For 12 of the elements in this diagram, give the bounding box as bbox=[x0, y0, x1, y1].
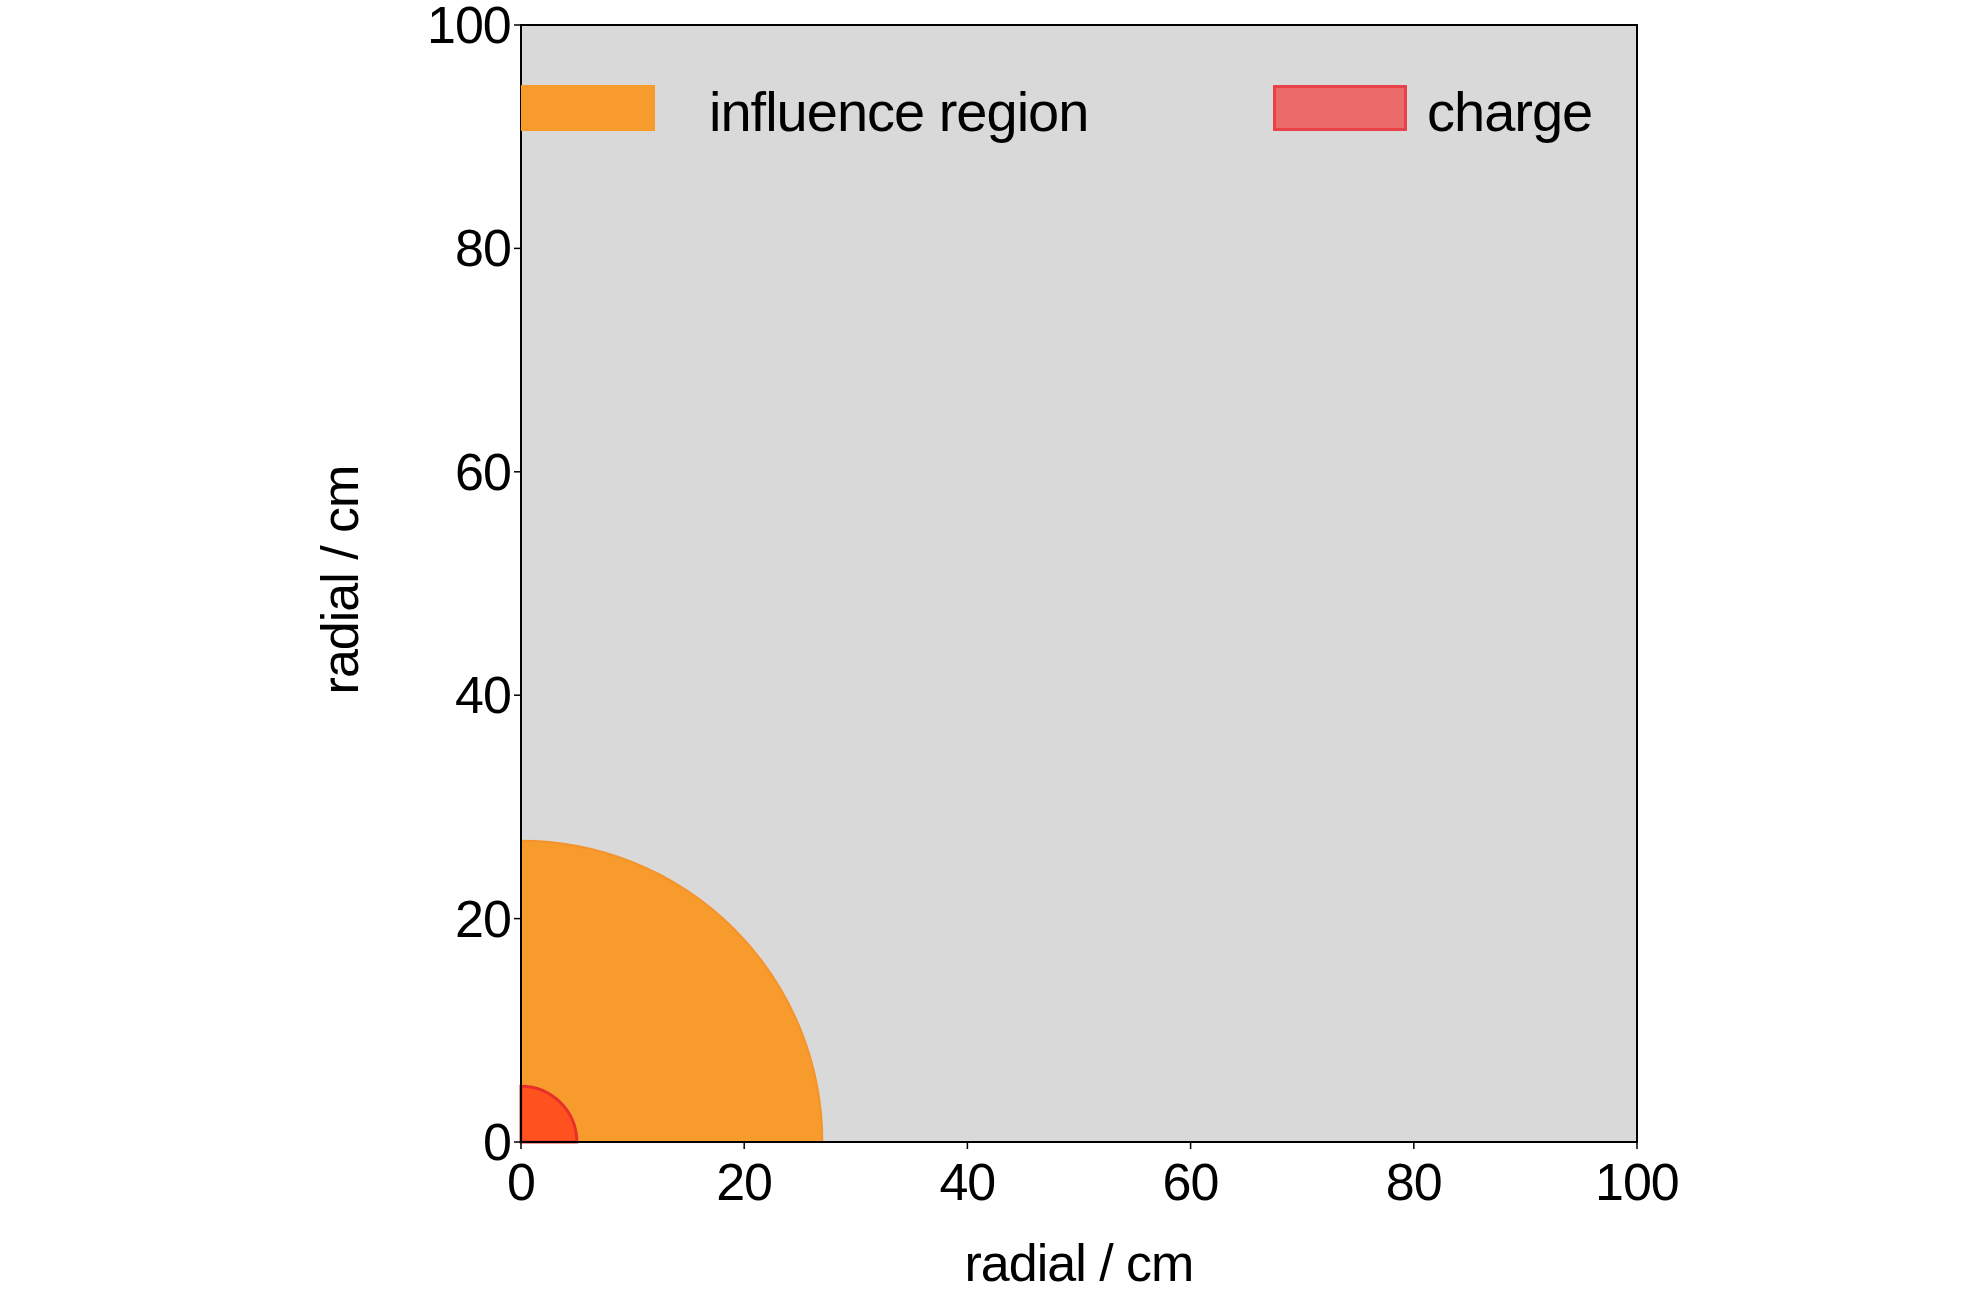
tick-label: 100 bbox=[1595, 1156, 1679, 1208]
axis-label: radial / cm bbox=[313, 465, 366, 695]
tick-label: 20 bbox=[455, 892, 511, 945]
tick-label: 40 bbox=[455, 669, 511, 722]
tick-label: 100 bbox=[427, 0, 511, 51]
axis-label: radial / cm bbox=[964, 1237, 1194, 1289]
tick-label: 60 bbox=[455, 445, 511, 498]
tick-label: 40 bbox=[939, 1156, 996, 1208]
tick-label: 20 bbox=[716, 1156, 773, 1208]
tick-label: 60 bbox=[1162, 1156, 1219, 1208]
tick-label: 80 bbox=[1385, 1156, 1442, 1208]
tick-label: 80 bbox=[455, 222, 511, 275]
